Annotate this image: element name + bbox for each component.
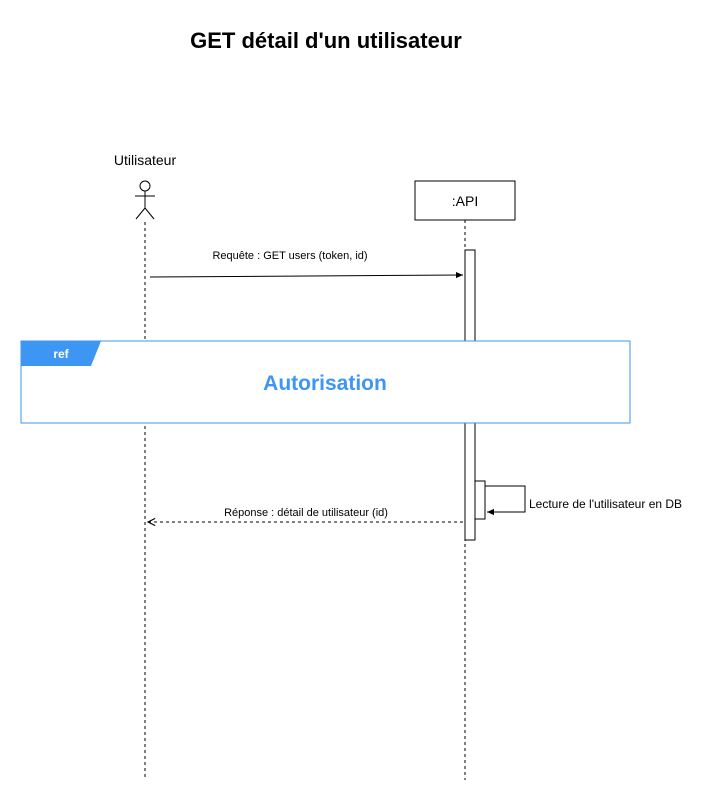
stick-figure-icon [135,180,155,220]
message-self-call: Lecture de l'utilisateur en DB [485,485,682,516]
participant-api-box [414,180,516,221]
ref-frame-tag-label: ref [53,347,69,361]
message-response: Réponse : détail de utilisateur (id) [148,507,463,522]
participant-api-label: :API [452,193,478,209]
activation-bar-self [474,480,486,520]
message-request-arrow [149,271,464,279]
message-self-call-arrow [485,485,526,516]
message-request-label: Requête : GET users (token, id) [212,250,367,262]
message-self-call-label: Lecture de l'utilisateur en DB [529,497,682,511]
message-response-label: Réponse : détail de utilisateur (id) [224,507,388,519]
ref-frame: ref Autorisation [20,340,631,424]
diagram-title: GET détail d'un utilisateur [190,28,462,53]
ref-frame-box [20,340,631,424]
actor-user-label: Utilisateur [114,152,177,168]
actor-user: Utilisateur [114,152,177,220]
ref-frame-tag [21,341,101,366]
ref-frame-title: Autorisation [263,372,387,395]
message-request: Requête : GET users (token, id) [149,250,464,279]
participant-api: :API [414,180,516,221]
